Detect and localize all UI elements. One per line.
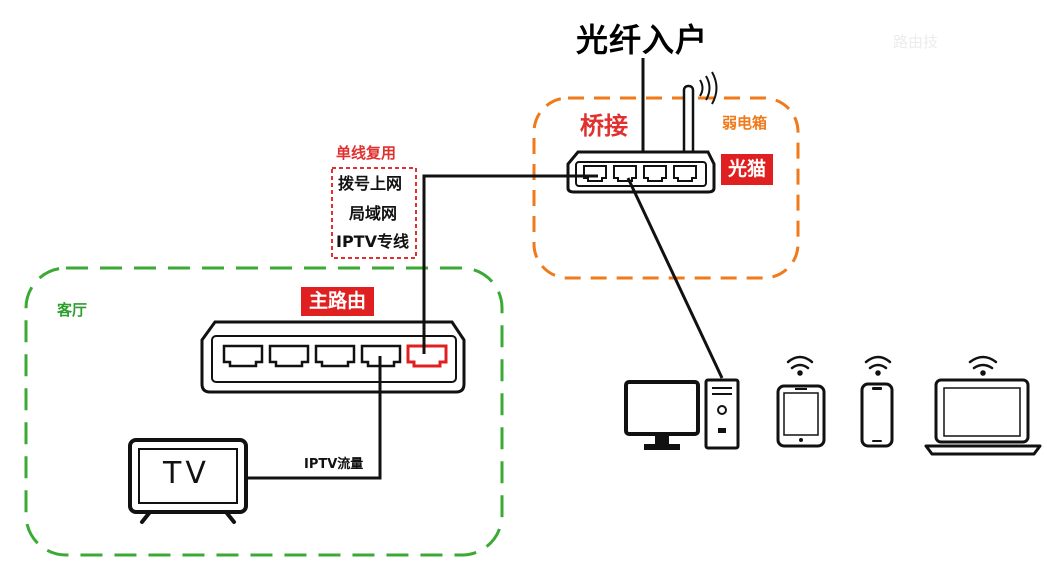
phone-icon bbox=[860, 382, 894, 448]
wan-cable bbox=[422, 174, 598, 354]
living-room-label: 客厅 bbox=[57, 301, 88, 319]
desktop-monitor-icon bbox=[624, 380, 700, 450]
modem-label: 光猫 bbox=[721, 154, 774, 185]
multiplex-item-dialup: 拨号上网 bbox=[338, 174, 403, 193]
multiplex-box bbox=[331, 167, 417, 259]
living-room-zone bbox=[24, 266, 504, 557]
iptv-cable bbox=[246, 356, 382, 480]
pc-tower-icon bbox=[704, 378, 740, 450]
wifi-signal-icon bbox=[786, 355, 998, 376]
weak-box-label: 弱电箱 bbox=[722, 114, 768, 132]
multiplex-title: 单线复用 bbox=[336, 144, 397, 162]
main-router-label: 主路由 bbox=[301, 287, 375, 316]
multiplex-item-iptv: IPTV专线 bbox=[336, 232, 409, 251]
modem-icon bbox=[566, 71, 718, 194]
multiplex-item-lan: 局域网 bbox=[349, 204, 398, 223]
pc-cable bbox=[626, 177, 724, 379]
router-icon bbox=[200, 320, 466, 394]
fiber-entry-label: 光纤入户 bbox=[576, 21, 709, 59]
tv-label: TV bbox=[163, 456, 210, 491]
tablet-icon bbox=[776, 384, 826, 448]
iptv-flow-label: IPTV流量 bbox=[304, 457, 364, 472]
watermark: 路由技 bbox=[893, 33, 939, 51]
laptop-icon bbox=[924, 378, 1042, 456]
tv-icon bbox=[128, 438, 248, 524]
bridge-label: 桥接 bbox=[580, 112, 628, 140]
